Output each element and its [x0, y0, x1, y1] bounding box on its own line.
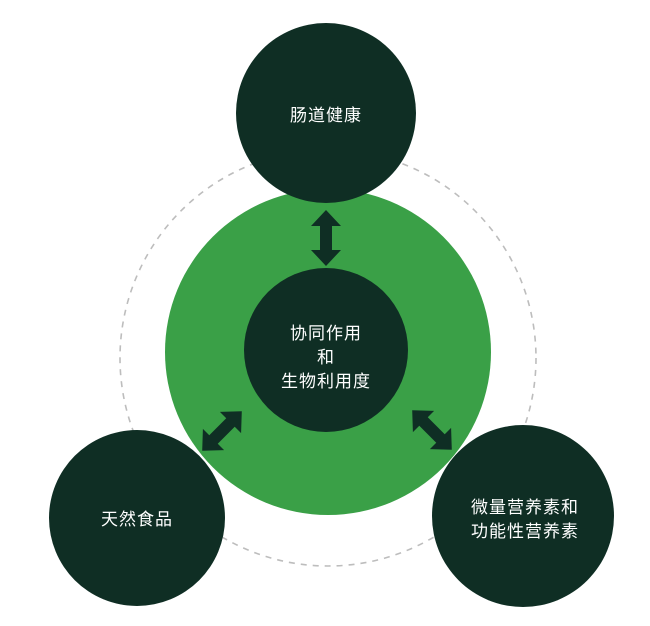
left-node-circle: [49, 430, 225, 606]
center-node-line-2: 和: [317, 348, 335, 368]
center-node-label: 协同作用 和 生物利用度: [240, 322, 412, 394]
right-node-line-2: 功能性营养素: [471, 522, 579, 542]
right-node-label: 微量营养素和 功能性营养素: [430, 496, 620, 544]
right-node-line-1: 微量营养素和: [471, 498, 579, 518]
dashed-orbit-ring: [119, 149, 537, 567]
left-node-label: 天然食品: [52, 508, 222, 532]
center-node-line-3: 生物利用度: [281, 372, 371, 392]
center-node-circle: [244, 268, 408, 432]
right-node-circle: [432, 425, 614, 607]
top-node-label: 肠道健康: [245, 104, 407, 128]
top-node-text: 肠道健康: [290, 106, 362, 126]
left-node-text: 天然食品: [101, 510, 173, 530]
top-node-circle: [236, 23, 416, 203]
center-node-line-1: 协同作用: [290, 324, 362, 344]
